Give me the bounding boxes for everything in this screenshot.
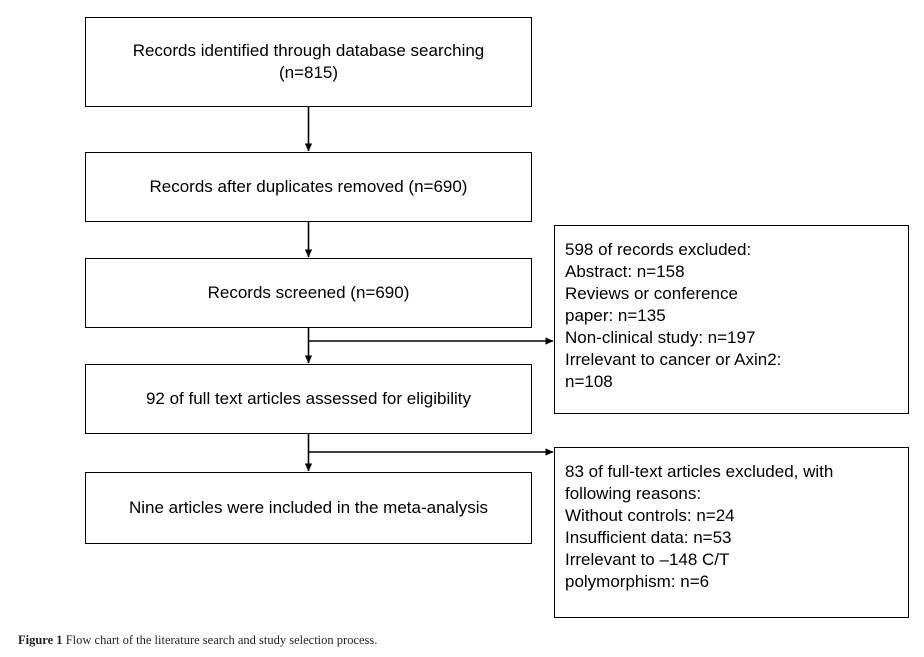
node-records-excluded: 598 of records excluded: Abstract: n=158… xyxy=(554,225,909,414)
node-full-text-assessed: 92 of full text articles assessed for el… xyxy=(85,364,532,434)
node-records-screened: Records screened (n=690) xyxy=(85,258,532,328)
figure-caption-label: Figure 1 xyxy=(18,633,66,647)
figure-caption-text: Flow chart of the literature search and … xyxy=(65,633,378,647)
node-records-after-duplicates-removed-label: Records after duplicates removed (n=690) xyxy=(149,177,468,196)
node-full-text-excluded-label: 83 of full-text articles excluded, with … xyxy=(565,462,834,591)
node-records-identified: Records identified through database sear… xyxy=(85,17,532,107)
node-records-screened-label: Records screened (n=690) xyxy=(207,283,410,302)
node-full-text-assessed-label: 92 of full text articles assessed for el… xyxy=(145,389,472,408)
figure-caption: Figure 1 Flow chart of the literature se… xyxy=(18,632,377,648)
node-articles-included: Nine articles were included in the meta-… xyxy=(85,472,532,544)
node-records-after-duplicates-removed: Records after duplicates removed (n=690) xyxy=(85,152,532,222)
node-records-identified-label: Records identified through database sear… xyxy=(132,41,485,82)
node-records-excluded-label: 598 of records excluded: Abstract: n=158… xyxy=(565,240,782,391)
node-articles-included-label: Nine articles were included in the meta-… xyxy=(128,498,489,517)
node-full-text-excluded: 83 of full-text articles excluded, with … xyxy=(554,447,909,618)
